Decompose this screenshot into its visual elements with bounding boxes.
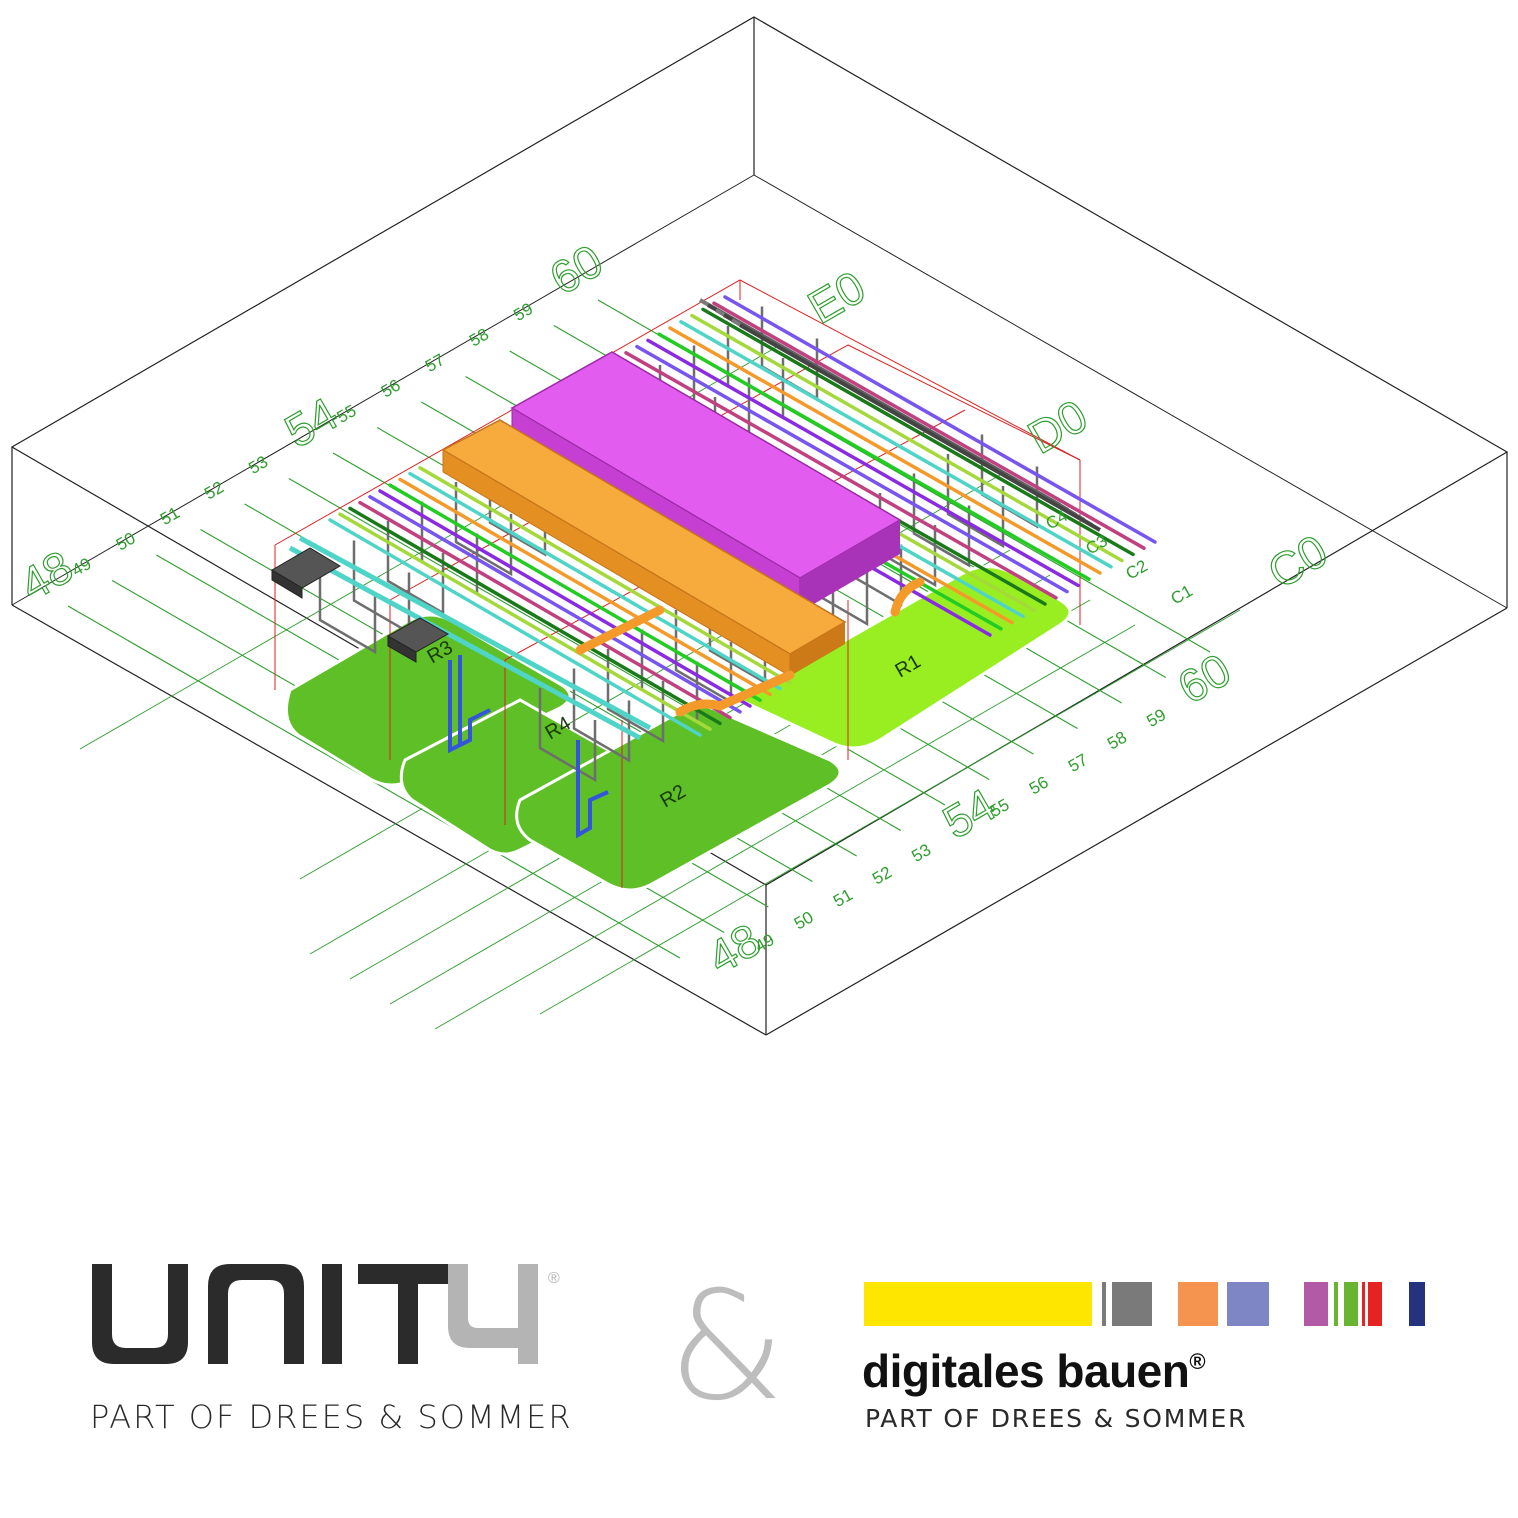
service-pipe [624, 351, 1058, 600]
grid-label-row-E0: E0 [799, 260, 874, 333]
grid-label-right-59: 59 [1143, 705, 1169, 731]
pipe-rack-frame [538, 688, 597, 783]
grid-label-right-52: 52 [869, 863, 895, 889]
service-pipe [701, 307, 1135, 557]
ampersand: & [668, 1260, 785, 1434]
pipe-rack-frame [386, 521, 445, 616]
grid-label-right-50: 50 [791, 908, 817, 934]
service-pipe [348, 506, 722, 726]
cyan-supply-pipes [288, 535, 652, 741]
pipe-rack-frame [606, 649, 665, 744]
grid-label-left-50: 50 [113, 529, 139, 555]
grid-label-row-D0: D0 [1019, 389, 1096, 463]
service-pipe [368, 495, 742, 714]
grid-label-left-53: 53 [245, 452, 271, 478]
slab-r3 [284, 613, 572, 787]
blue-risers [448, 655, 609, 839]
digitales-bauen-color-bar [864, 1282, 1425, 1326]
service-pipe [646, 338, 1080, 588]
service-pipe [378, 489, 752, 708]
grid-label-left-54: 54 [276, 387, 346, 458]
grid-label-row-C1: C1 [1168, 581, 1196, 608]
service-pipe [388, 483, 762, 702]
floor-slabs [284, 565, 1072, 892]
grid-label-right-58: 58 [1104, 728, 1130, 754]
service-pipe [679, 320, 1113, 569]
service-pipe [398, 477, 772, 697]
unit4-registered-mark: ® [548, 1270, 560, 1287]
grey-pipe-bundle [739, 323, 1101, 532]
grid-label-left-58: 58 [466, 325, 492, 351]
digitales-bauen-wordmark: digitales bauen® [862, 1344, 1206, 1398]
orange-pipe-bends [575, 577, 925, 717]
service-pipe [635, 344, 1069, 594]
grid-line-row-C1 [434, 624, 1136, 1030]
service-pipe [690, 313, 1124, 563]
grid-label-right-51: 51 [830, 885, 856, 911]
grid-line-row-C0 [539, 609, 1241, 1015]
grid-label-left-51: 51 [157, 503, 183, 529]
service-pipe [358, 500, 732, 720]
bounding-box [10, 16, 1509, 1036]
unit4-wordmark [92, 1264, 538, 1364]
service-pipe [338, 512, 712, 731]
isometric-model-view: 4849505152535455565758596048495051525354… [10, 16, 1509, 1036]
orange-air-duct [441, 419, 847, 677]
pipe-rack-frame [318, 560, 377, 655]
grid-label-left-57: 57 [422, 350, 448, 376]
grid-label-left-56: 56 [378, 376, 404, 402]
service-pipe [668, 326, 1102, 575]
grid-label-right-56: 56 [1026, 773, 1052, 799]
digitales-bauen-registered-mark: ® [1189, 1349, 1206, 1374]
service-pipe [723, 295, 1157, 544]
pipe-rack-frame [352, 540, 411, 635]
unit4-tagline: PART OF DREES & SOMMER [90, 1398, 573, 1436]
grid-label-right-57: 57 [1065, 750, 1091, 776]
grid-label-row-C2: C2 [1123, 556, 1151, 583]
service-pipe [657, 332, 1091, 581]
grid-label-left-60: 60 [541, 234, 611, 305]
service-pipe [712, 301, 1146, 550]
digitales-bauen-name: digitales bauen [862, 1345, 1190, 1397]
grid-label-row-C0: C0 [1259, 524, 1336, 598]
partner-logos-footer: ® PART OF DREES & SOMMER & digitales bau… [0, 1240, 1518, 1480]
service-pipe [408, 471, 782, 691]
grid-label-left-48: 48 [11, 540, 81, 611]
digitales-bauen-tagline: PART OF DREES & SOMMER [865, 1404, 1248, 1433]
grid-label-right-60: 60 [1169, 643, 1239, 714]
grid-label-left-52: 52 [201, 478, 227, 504]
service-pipe [418, 466, 792, 685]
equipment-units [271, 547, 450, 663]
service-pipe [328, 518, 702, 737]
grid-label-right-53: 53 [908, 840, 934, 866]
